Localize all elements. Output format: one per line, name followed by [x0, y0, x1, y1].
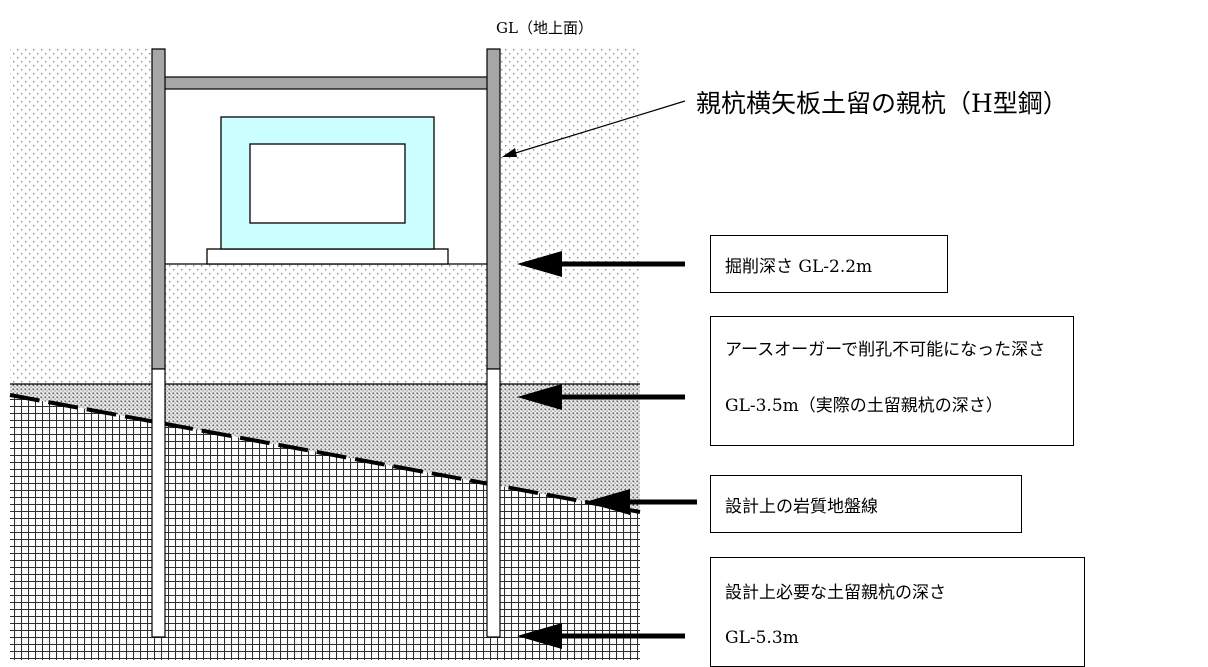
base-slab	[206, 248, 449, 265]
pile-callout-leader	[508, 100, 686, 156]
auger-limit-label-2: GL-3.5m（実際の土留親杭の深さ）	[725, 396, 1003, 416]
auger-limit-label-1: アースオーガーで削孔不可能になった深さ	[725, 340, 1046, 360]
arrow-required-depth	[517, 623, 685, 649]
auger-limit-box: アースオーガーで削孔不可能になった深さ GL-3.5m（実際の土留親杭の深さ）	[710, 316, 1074, 446]
h-pile-left	[151, 48, 166, 370]
pile-callout-text: 親杭横矢板土留の親杭（H型鋼）	[696, 89, 1068, 118]
design-rock-line-box: 設計上の岩質地盤線	[710, 475, 1022, 533]
pile-callout-arrowhead	[502, 148, 517, 157]
gl-label: GL（地上面）	[496, 19, 593, 37]
h-pile-right-required-extension	[486, 368, 501, 638]
required-depth-box: 設計上必要な土留親杭の深さ GL-5.3m	[710, 557, 1085, 667]
required-depth-label-2: GL-5.3m	[725, 628, 799, 648]
design-rock-line	[9, 393, 641, 514]
rock-layer	[10, 395, 640, 660]
h-pile-right	[486, 48, 501, 370]
gravel-layer	[10, 384, 640, 512]
structure-opening	[249, 143, 406, 224]
required-depth-label-1: 設計上必要な土留親杭の深さ	[725, 583, 946, 603]
strut-beam	[161, 76, 491, 90]
h-pile-left-required-extension	[151, 368, 166, 638]
arrow-excavation-depth	[517, 251, 685, 277]
excavation-depth-box: 掘削深さ GL-2.2m	[710, 235, 948, 293]
design-rock-line-label: 設計上の岩質地盤線	[725, 497, 878, 517]
arrow-design-rock-line	[585, 489, 697, 515]
arrow-auger-limit	[517, 384, 685, 410]
excavation-depth-label: 掘削深さ GL-2.2m	[725, 257, 873, 277]
